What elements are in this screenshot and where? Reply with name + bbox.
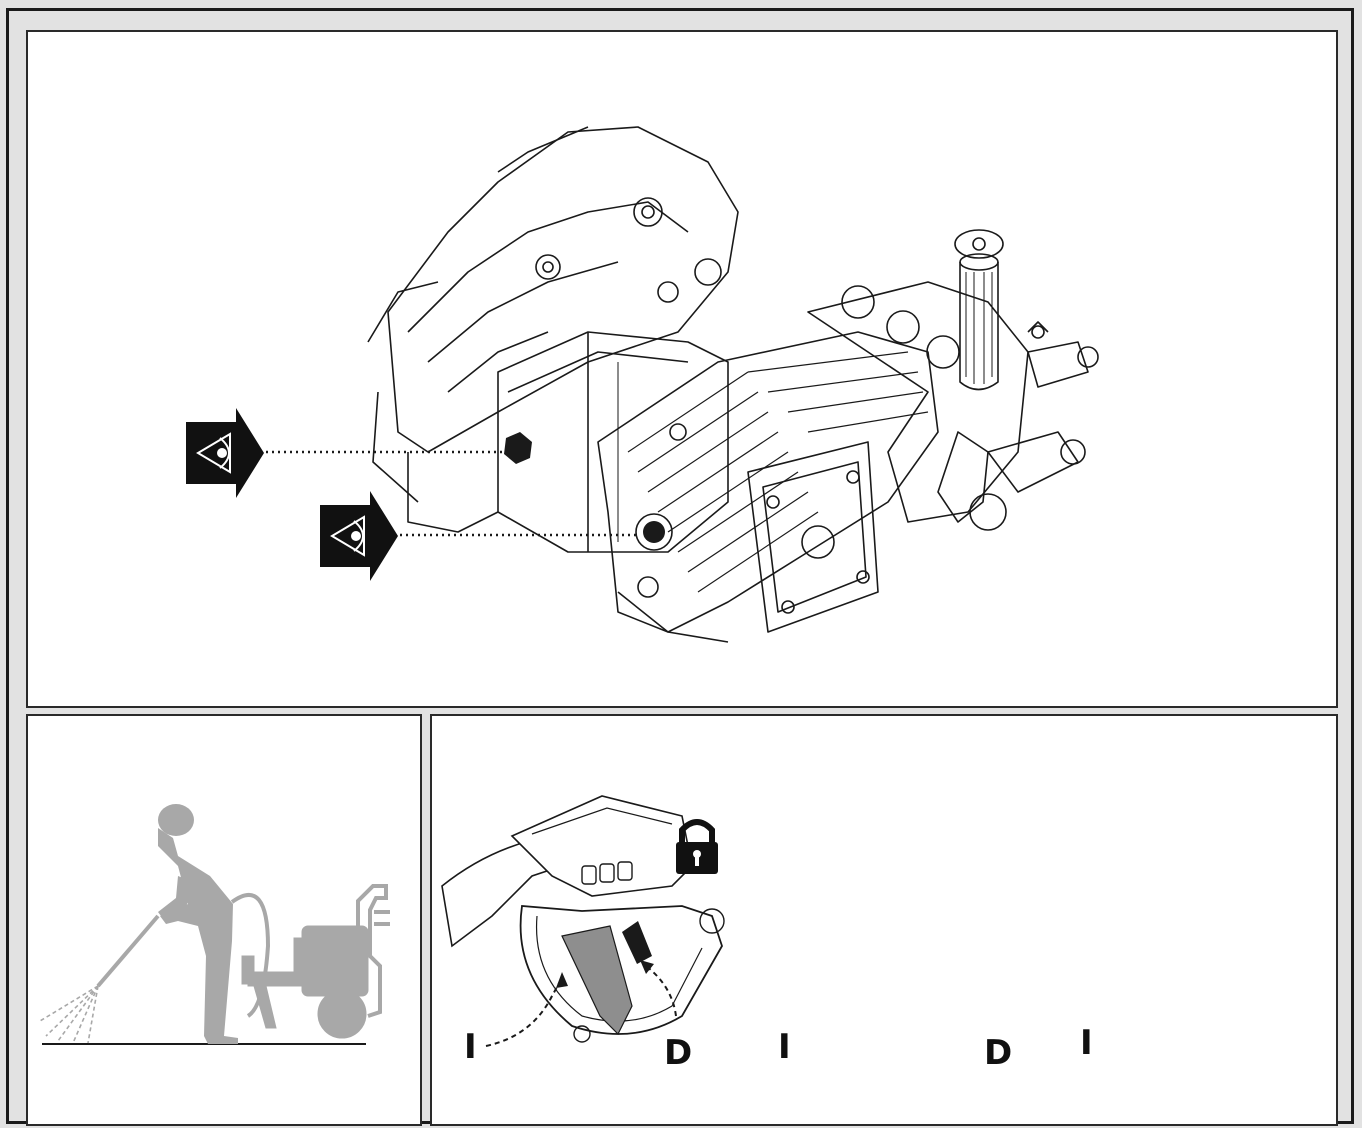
pump-assembly-panel	[26, 30, 1338, 708]
unloader-valve	[954, 229, 1004, 391]
trigger-sequence-drawing	[441, 795, 725, 1047]
pump-manifold	[807, 281, 1029, 523]
eye-marker-lower	[320, 491, 398, 581]
eye-marker-upper	[186, 408, 264, 498]
operator-panel	[26, 714, 422, 1126]
operator-silhouette	[158, 804, 238, 1044]
trigger-sequence-panel: I D I D I	[430, 714, 1338, 1126]
safety-catch	[622, 921, 652, 964]
pressure-washer-machine	[241, 925, 369, 1039]
pointer-d	[645, 965, 677, 1017]
trigger-lever	[561, 925, 633, 1036]
operator-illustration	[39, 804, 390, 1045]
sight-glass-upper	[504, 432, 532, 464]
spray-lance	[96, 914, 160, 988]
pointer-i	[485, 977, 563, 1047]
eye-icon	[196, 432, 231, 474]
sight-glass-lower	[643, 521, 665, 543]
water-spray	[39, 985, 99, 1044]
padlock-closed-icon	[676, 819, 718, 874]
label-d: D	[664, 1033, 693, 1073]
label-i: I	[1080, 1023, 1093, 1063]
eye-icon	[330, 515, 365, 557]
label-i: I	[778, 1027, 791, 1067]
machine-handle	[356, 884, 390, 1018]
hose	[230, 893, 271, 1018]
pump-end-cover	[747, 441, 879, 633]
gearbox-housing	[497, 331, 729, 553]
pump-crankcase	[597, 331, 939, 633]
label-i: I	[464, 1027, 477, 1067]
label-d: D	[984, 1033, 1013, 1073]
step-locked	[441, 795, 725, 1047]
engine-housing	[387, 126, 739, 453]
pump-assembly-drawing	[186, 126, 1099, 643]
